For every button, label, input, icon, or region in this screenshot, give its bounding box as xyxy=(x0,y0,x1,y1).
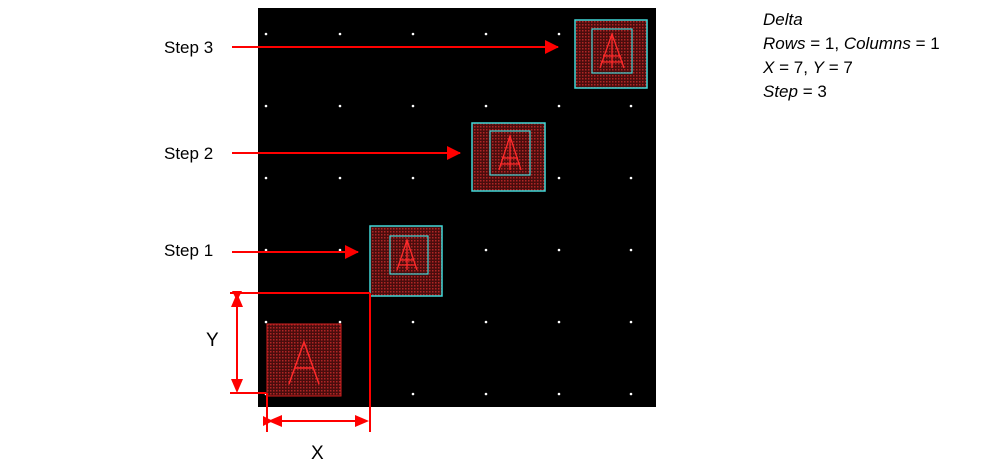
y-arrowhead-top xyxy=(231,293,243,307)
y-dimension-label: Y xyxy=(206,330,219,351)
params-title: Delta xyxy=(763,10,803,29)
dimension-lines xyxy=(230,292,371,432)
step3-cell xyxy=(574,19,648,89)
x-arrowhead-right xyxy=(355,415,369,427)
array-parameters: Delta Rows = 1, Columns = 1 X = 7, Y = 7… xyxy=(763,8,940,104)
step1-cell xyxy=(369,225,443,297)
step2-label: Step 2 xyxy=(164,144,213,163)
original-cell xyxy=(266,323,342,397)
cell-glyph-a xyxy=(288,339,320,385)
y-arrowhead-bottom xyxy=(231,379,243,393)
x-dimension-label: X xyxy=(311,443,324,464)
step1-label: Step 1 xyxy=(164,241,213,260)
step3-label: Step 3 xyxy=(164,38,213,57)
params-step: Step = 3 xyxy=(763,82,827,101)
params-x-y: X = 7, Y = 7 xyxy=(763,58,853,77)
step2-cell xyxy=(471,122,546,192)
x-arrowhead-left xyxy=(268,415,282,427)
params-rows-columns: Rows = 1, Columns = 1 xyxy=(763,34,940,53)
